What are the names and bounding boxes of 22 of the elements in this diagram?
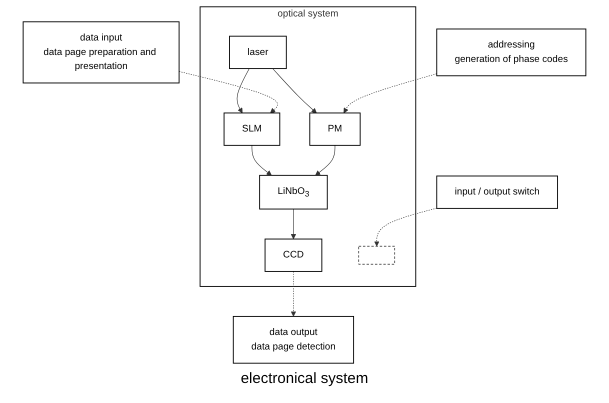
node-box [232,316,354,364]
node-box [436,28,586,76]
arrow [374,208,438,246]
arrow [290,208,296,240]
section-label: electronical system [240,370,370,387]
node-bar [358,246,396,265]
node-box [259,174,328,210]
arrow [178,71,278,114]
node-box [309,112,361,146]
arrow [344,73,438,114]
node-box [22,21,180,84]
arrow [272,68,317,114]
flowchart: optical system laser SLM LiNbO$_{3}$ CCD PM input / output switch data input data page preparation and presentation addressing generation of phase codes data output data page detection [2,2,607,368]
node-box [224,112,280,146]
arrow [236,68,250,114]
arrow [315,145,336,176]
arrow [290,271,296,317]
node-box [436,176,558,209]
cluster [200,6,416,287]
arrow [252,145,272,176]
node-box [229,36,287,70]
node-box [264,238,322,272]
